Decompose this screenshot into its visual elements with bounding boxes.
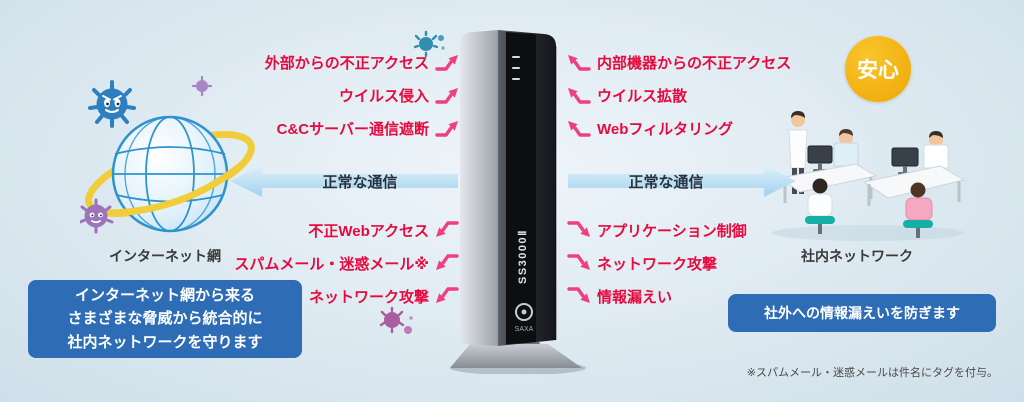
threat-arrow-icon <box>436 221 459 237</box>
threat-label: ウイルス侵入 <box>338 87 429 105</box>
led-indicator <box>512 56 520 58</box>
desk <box>862 131 966 206</box>
monitor-icon <box>807 145 833 164</box>
threat-arrow-icon <box>567 221 590 237</box>
threat-arrow-icon <box>567 287 590 303</box>
threat-arrow-icon <box>568 88 591 104</box>
threat-item: ウイルス侵入 <box>339 83 460 107</box>
threat-item: アプリケーション制御 <box>566 218 747 242</box>
led-indicator <box>512 67 520 69</box>
person-figure <box>903 182 933 238</box>
brand-logo-icon <box>515 303 533 321</box>
threat-arrow-icon <box>435 88 458 104</box>
flow-arrow-label: 正常な通信 <box>322 173 398 191</box>
device-model-label: SS3000Ⅱ <box>517 229 529 284</box>
device-side-panel <box>460 30 498 346</box>
footnote: ※スパムメール・迷惑メールは件名にタグを付与。 <box>746 367 998 379</box>
virus-icon <box>80 198 114 234</box>
monitor-icon <box>891 147 919 167</box>
threat-item: ネットワーク攻撃 <box>309 284 460 308</box>
info-line: さまざまな脅威から統合的に <box>67 310 263 328</box>
threat-item: ウイルス拡散 <box>566 83 687 107</box>
threat-item: C&Cサーバー通信遮断 <box>277 116 460 140</box>
threat-arrow-icon <box>567 254 590 270</box>
info-line: 社外への情報漏えいを防ぎます <box>764 305 960 321</box>
led-indicator <box>512 78 520 80</box>
person-figure <box>929 133 943 147</box>
office-illustration <box>772 111 966 241</box>
threat-item: Webフィルタリング <box>566 116 733 140</box>
virus-icon <box>88 80 136 128</box>
threat-label: 外部からの不正アクセス <box>264 54 429 72</box>
flow-arrow-left: 正常な通信 <box>228 162 458 200</box>
person-figure <box>839 131 853 145</box>
threat-item: ネットワーク攻撃 <box>566 251 717 275</box>
flow-arrow-right: 正常な通信 <box>568 162 798 200</box>
threat-label: 内部機器からの不正アクセス <box>597 54 792 72</box>
threat-label: ネットワーク攻撃 <box>597 255 718 273</box>
person-figure <box>805 178 835 234</box>
threat-label: ウイルス拡散 <box>597 87 688 105</box>
threat-arrow-icon <box>568 55 591 71</box>
chair-icon <box>805 216 835 224</box>
flow-arrow-shape <box>230 165 458 197</box>
threat-item: 情報漏えい <box>566 284 672 308</box>
anshin-badge-label: 安心 <box>857 59 899 82</box>
info-line: 社内ネットワークを守ります <box>67 333 263 351</box>
internet-network-label: インターネット網 <box>109 248 221 264</box>
threat-arrow-icon <box>435 55 458 71</box>
threat-label: 不正Webアクセス <box>308 222 429 240</box>
office-network-label: 社内ネットワーク <box>801 248 913 264</box>
threat-item: スパムメール・迷惑メール※ <box>234 251 460 275</box>
threat-label: C&Cサーバー通信遮断 <box>276 120 429 138</box>
threat-label: Webフィルタリング <box>597 120 734 138</box>
device-brand-label: SAXA <box>515 326 534 333</box>
virus-icon <box>379 306 413 334</box>
info-line: インターネット網から来る <box>74 287 255 305</box>
threat-item: 内部機器からの不正アクセス <box>566 50 791 74</box>
anshin-badge: 安心 <box>845 36 911 102</box>
chair-icon <box>903 220 933 228</box>
info-box-right: 社外への情報漏えいを防ぎます <box>728 294 996 332</box>
threat-item: 不正Webアクセス <box>308 218 460 242</box>
threat-arrow-icon <box>436 287 459 303</box>
threat-label: ネットワーク攻撃 <box>308 288 429 306</box>
threat-label: スパムメール・迷惑メール※ <box>234 255 429 273</box>
flow-arrow-shape <box>568 165 796 197</box>
info-box-left: インターネット網から来る さまざまな脅威から統合的に 社内ネットワークを守ります <box>28 280 302 358</box>
threat-item: 外部からの不正アクセス <box>265 50 460 74</box>
virus-icon <box>414 30 445 58</box>
desk <box>778 129 878 203</box>
threat-arrow-icon <box>568 121 591 137</box>
threat-label: 情報漏えい <box>597 288 673 306</box>
threat-arrow-icon <box>436 254 459 270</box>
internet-globe-illustration <box>80 76 255 234</box>
utm-appliance-illustration: SS3000Ⅱ SAXA <box>450 30 586 374</box>
flow-arrow-label: 正常な通信 <box>628 173 704 191</box>
threat-arrow-icon <box>435 121 458 137</box>
threat-label: アプリケーション制御 <box>597 222 747 240</box>
virus-icon <box>191 76 213 97</box>
